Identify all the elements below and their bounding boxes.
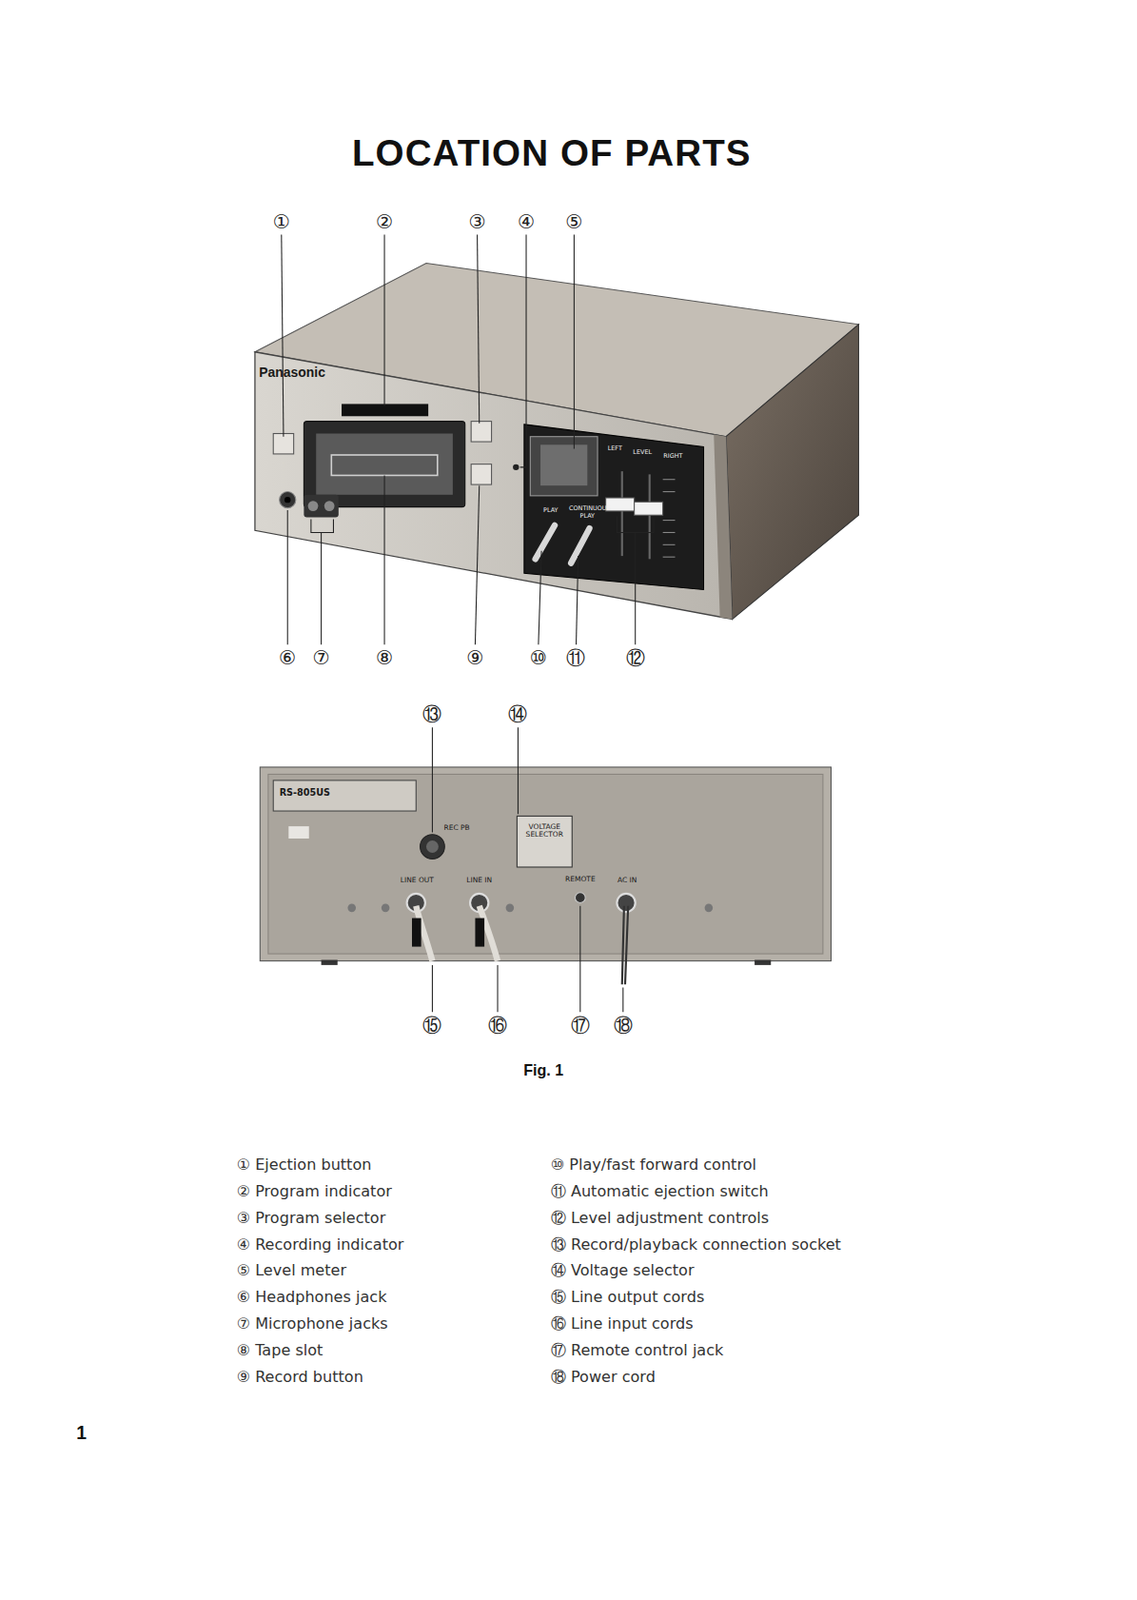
figure-caption: Fig. 1 (523, 1061, 564, 1079)
parts-list-item: ⑨ Record button (236, 1368, 364, 1386)
parts-list-item: ⑧ Tape slot (236, 1341, 324, 1359)
parts-list-item: ③ Program selector (236, 1209, 387, 1227)
callout-number: ⑦ (312, 646, 330, 668)
parts-list-item: ⑫ Level adjustment controls (550, 1209, 769, 1227)
parts-list-item: ⑦ Microphone jacks (236, 1314, 389, 1333)
parts-list-item: ⑯ Line input cords (550, 1314, 694, 1333)
rear-marking: VOLTAGE SELECTOR (522, 823, 568, 839)
tape-slot-flap (331, 454, 437, 475)
callout-number: ⑩ (529, 646, 548, 668)
panel-marking: RIGHT (663, 452, 683, 460)
parts-list-item: ⑪ Automatic ejection switch (550, 1182, 769, 1200)
panel-marking: LEFT (607, 445, 623, 452)
foot (321, 960, 338, 965)
model-sticker (273, 780, 416, 811)
parts-list-item: ⑩ Play/fast forward control (550, 1156, 757, 1174)
grommet (616, 893, 635, 912)
plug (411, 918, 422, 947)
parts-list-item: ② Program indicator (236, 1182, 393, 1200)
rear-marking: AC IN (617, 877, 637, 885)
program-button (470, 421, 491, 442)
brand-name: Panasonic (258, 366, 326, 381)
callout-number: ③ (468, 210, 486, 232)
panel-marking: PLAY (543, 506, 558, 513)
callout-number: ⑪ (566, 646, 586, 668)
voltage-sticker (516, 815, 572, 867)
eject-lever (570, 528, 589, 563)
page-number: 1 (76, 1423, 87, 1444)
page-title: LOCATION OF PARTS (352, 133, 752, 174)
parts-list-item: ⑤ Level meter (236, 1262, 347, 1280)
screw (347, 903, 356, 913)
cabinet-edge (713, 434, 732, 620)
parts-list-item: ④ Recording indicator (236, 1235, 405, 1254)
slider-track (621, 470, 624, 556)
parts-list-item: ⑥ Headphones jack (236, 1288, 388, 1306)
mic-jack (324, 500, 335, 511)
callout-number: ⑭ (508, 703, 528, 725)
rear-view (259, 766, 831, 984)
panel-marking: LEVEL (632, 448, 652, 455)
front-panel (254, 352, 733, 620)
headphone-jack (279, 491, 296, 509)
leader-lines (431, 726, 623, 1012)
rear-marking: REMOTE (565, 876, 596, 884)
callout-number: ② (375, 210, 393, 232)
foot (754, 960, 771, 965)
callout-number: ⑥ (278, 646, 296, 668)
power-cord (622, 905, 628, 985)
callout-number: ⑨ (466, 646, 484, 668)
rear-inner (268, 773, 824, 954)
parts-list-item: ⑱ Power cord (550, 1368, 656, 1386)
model-label: RS-805US (279, 788, 331, 800)
callout-number: ⑤ (565, 210, 583, 232)
rear-marking: REC PB (444, 823, 471, 832)
remote-jack (574, 892, 586, 903)
parts-list-item: ⑰ Remote control jack (550, 1341, 725, 1359)
level-knob (606, 497, 635, 511)
parts-list-item: ⑭ Voltage selector (550, 1262, 695, 1280)
front-view (254, 263, 859, 620)
callout-number: ⑰ (570, 1014, 590, 1036)
cabinet-side (725, 324, 859, 620)
play-lever (535, 525, 555, 559)
rear-marking: LINE IN (466, 877, 492, 885)
parts-list-item: ⑮ Line output cords (550, 1288, 706, 1306)
callout-number: ⑮ (422, 1014, 442, 1036)
mic-jack-plate (303, 494, 338, 518)
callout-number: ⑫ (626, 646, 646, 668)
callout-number: ⑧ (375, 646, 393, 668)
din-socket (420, 834, 446, 860)
sticker (288, 825, 309, 839)
callout-number: ④ (517, 210, 535, 232)
headphone-hole (284, 496, 291, 503)
record-button (470, 464, 491, 485)
scale-ticks (663, 479, 676, 557)
leader-lines (281, 235, 654, 646)
din-socket-core (426, 840, 439, 853)
plug (474, 918, 485, 947)
control-panel (524, 424, 705, 590)
rear-marking: LINE OUT (400, 877, 434, 885)
callout-number: ⑯ (488, 1014, 508, 1036)
slider-track (648, 473, 651, 559)
callout-number: ⑱ (613, 1014, 633, 1036)
screw (506, 903, 515, 913)
level-meter (529, 436, 598, 496)
level-knob (634, 501, 664, 515)
screw (381, 903, 391, 913)
callout-number: ⑬ (422, 703, 442, 725)
callout-number: ① (273, 210, 291, 232)
panel-marking: CONTINUOUS PLAY (568, 505, 607, 519)
recording-lamp (512, 464, 519, 471)
mic-jack (308, 500, 319, 511)
meter-face (540, 444, 588, 486)
screw (705, 903, 714, 913)
rear-panel (259, 766, 831, 961)
parts-list-item: ① Ejection button (236, 1156, 373, 1174)
parts-list-item: ⑬ Record/playback connection socket (550, 1235, 842, 1254)
